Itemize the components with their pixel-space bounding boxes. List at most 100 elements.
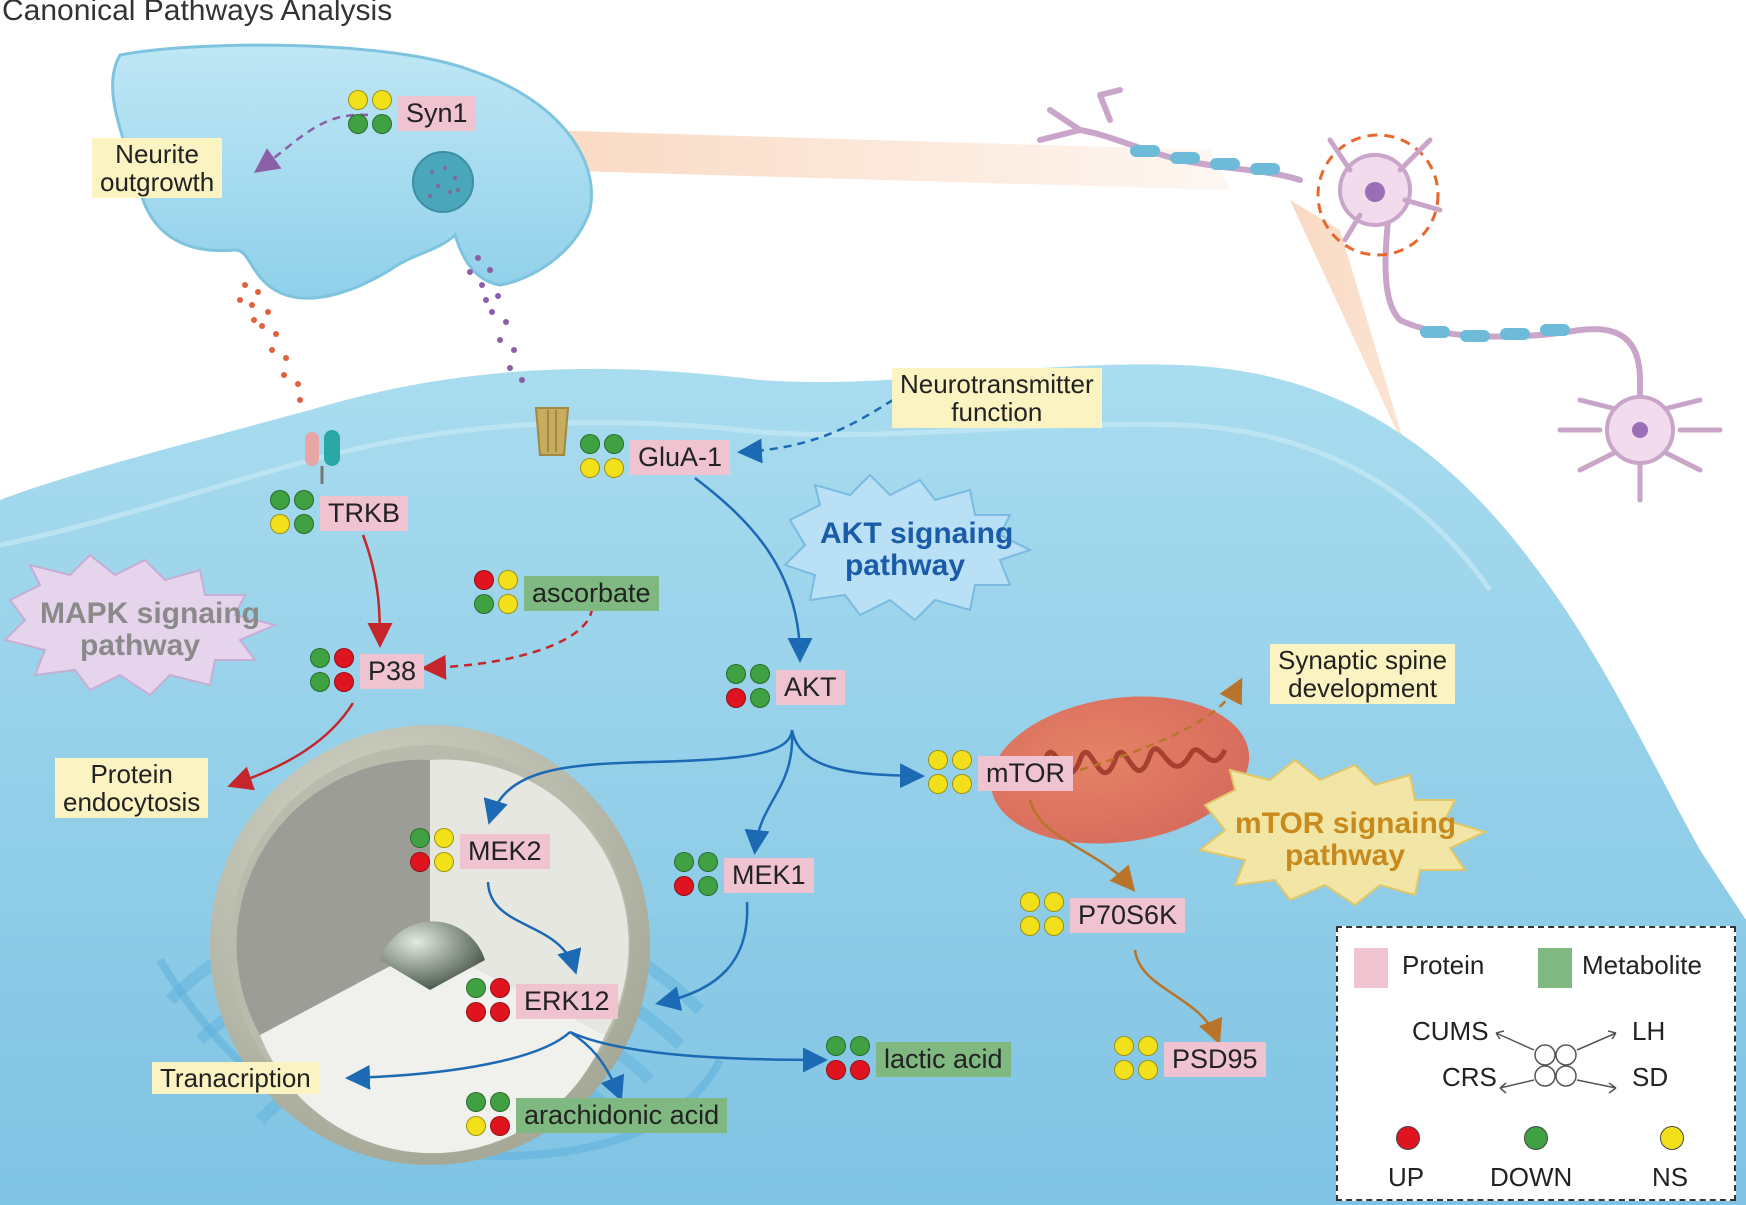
node-akt: AKT	[726, 664, 845, 710]
status-dots	[826, 1036, 872, 1082]
status-dots	[1114, 1036, 1160, 1082]
status-dot-ns	[1020, 916, 1040, 936]
legend-protein-swatch	[1354, 948, 1388, 988]
mapk-burst-shape	[3, 553, 279, 697]
status-dots	[410, 828, 456, 874]
protein-label: P70S6K	[1070, 897, 1186, 933]
node-trkb: TRKB	[270, 490, 409, 536]
legend-ns-label: NS	[1652, 1162, 1689, 1192]
status-dots	[348, 90, 394, 136]
status-dot-down	[294, 514, 314, 534]
status-dots	[580, 434, 626, 480]
neurite-outgrowth-box: Neurite outgrowth	[92, 138, 223, 198]
status-dot-ns	[1138, 1060, 1158, 1080]
status-dot-ns	[1114, 1060, 1134, 1080]
node-mtor: mTOR	[928, 750, 1073, 796]
status-dot-ns	[952, 750, 972, 770]
status-dots	[270, 490, 316, 536]
status-dot-down	[750, 664, 770, 684]
status-dot-down	[580, 434, 600, 454]
status-dot-down	[604, 434, 624, 454]
status-dot-down	[750, 688, 770, 708]
status-dot-down	[474, 594, 494, 614]
node-p70s6k: P70S6K	[1020, 892, 1186, 938]
status-dot-up	[474, 570, 494, 590]
status-dots	[466, 1092, 512, 1138]
protein-label: PSD95	[1164, 1041, 1266, 1077]
status-dot-down	[466, 978, 486, 998]
legend-up-label: UP	[1388, 1162, 1425, 1192]
status-dot-up	[726, 688, 746, 708]
node-erk12: ERK12	[466, 978, 618, 1024]
status-dot-ns	[372, 90, 392, 110]
node-ascorbate: ascorbate	[474, 570, 659, 616]
node-mek1: MEK1	[674, 852, 814, 898]
status-dot-down	[466, 1092, 486, 1112]
status-dot-ns	[928, 750, 948, 770]
status-dot-ns	[466, 1116, 486, 1136]
legend-down-label: DOWN	[1490, 1162, 1573, 1192]
protein-endocytosis-box: Protein endocytosis	[55, 758, 209, 818]
node-mek2: MEK2	[410, 828, 550, 874]
status-dot-ns	[348, 90, 368, 110]
protein-label: TRKB	[320, 495, 409, 531]
metabolite-label: ascorbate	[524, 575, 659, 611]
metabolite-label: arachidonic acid	[516, 1097, 728, 1133]
legend-key-icon	[1495, 1030, 1617, 1094]
status-dot-down	[310, 648, 330, 668]
status-dot-ns	[1020, 892, 1040, 912]
legend-metabolite-label: Metabolite	[1582, 950, 1702, 980]
status-dot-ns	[1044, 892, 1064, 912]
status-dot-up	[334, 648, 354, 668]
status-dot-up	[826, 1060, 846, 1080]
status-dot-down	[674, 852, 694, 872]
status-dot-up	[490, 978, 510, 998]
neurotransmitter-function-box: Neurotransmitter function	[892, 368, 1102, 428]
protein-label: Syn1	[398, 95, 476, 131]
status-dot-up	[490, 1002, 510, 1022]
status-dot-up	[490, 1116, 510, 1136]
synaptic-spine-box: Synaptic spine development	[1270, 644, 1456, 704]
status-dots	[310, 648, 356, 694]
node-lactic: lactic acid	[826, 1036, 1011, 1082]
legend: Protein Metabolite CUMS LH CRS SD UP DOW…	[1336, 926, 1736, 1201]
legend-protein-label: Protein	[1402, 950, 1485, 980]
mtor-pathway-label: mTOR signaing pathway	[1235, 807, 1457, 872]
akt-pathway-label: AKT signaing pathway	[820, 517, 1014, 582]
protein-label: mTOR	[978, 755, 1073, 791]
mtor-burst-shape	[1197, 758, 1488, 907]
status-dots	[726, 664, 772, 710]
legend-sd-label: SD	[1632, 1062, 1669, 1092]
status-dot-down	[270, 490, 290, 510]
metabolite-label: lactic acid	[876, 1041, 1011, 1077]
legend-metabolite-swatch	[1538, 948, 1572, 988]
status-dot-up	[674, 876, 694, 896]
status-dot-up	[410, 852, 430, 872]
status-dot-up	[334, 672, 354, 692]
status-dots	[928, 750, 974, 796]
status-dot-down	[698, 852, 718, 872]
status-dots	[474, 570, 520, 616]
status-dot-down	[826, 1036, 846, 1056]
status-dot-down	[850, 1036, 870, 1056]
legend-up-dot	[1396, 1126, 1420, 1150]
transcription-box: Tranacription	[152, 1062, 319, 1094]
protein-label: ERK12	[516, 983, 618, 1019]
status-dot-ns	[1044, 916, 1064, 936]
protein-label: AKT	[776, 669, 845, 705]
status-dot-up	[850, 1060, 870, 1080]
node-glua1: GluA-1	[580, 434, 731, 480]
status-dot-down	[372, 114, 392, 134]
status-dot-ns	[498, 594, 518, 614]
status-dot-ns	[270, 514, 290, 534]
status-dot-down	[410, 828, 430, 848]
node-syn1: Syn1	[348, 90, 476, 136]
protein-label: GluA-1	[630, 439, 731, 475]
status-dot-down	[348, 114, 368, 134]
protein-label: MEK2	[460, 833, 550, 869]
status-dot-ns	[928, 774, 948, 794]
status-dot-ns	[1138, 1036, 1158, 1056]
legend-ns-dot	[1660, 1126, 1684, 1150]
node-psd95: PSD95	[1114, 1036, 1266, 1082]
status-dot-down	[698, 876, 718, 896]
